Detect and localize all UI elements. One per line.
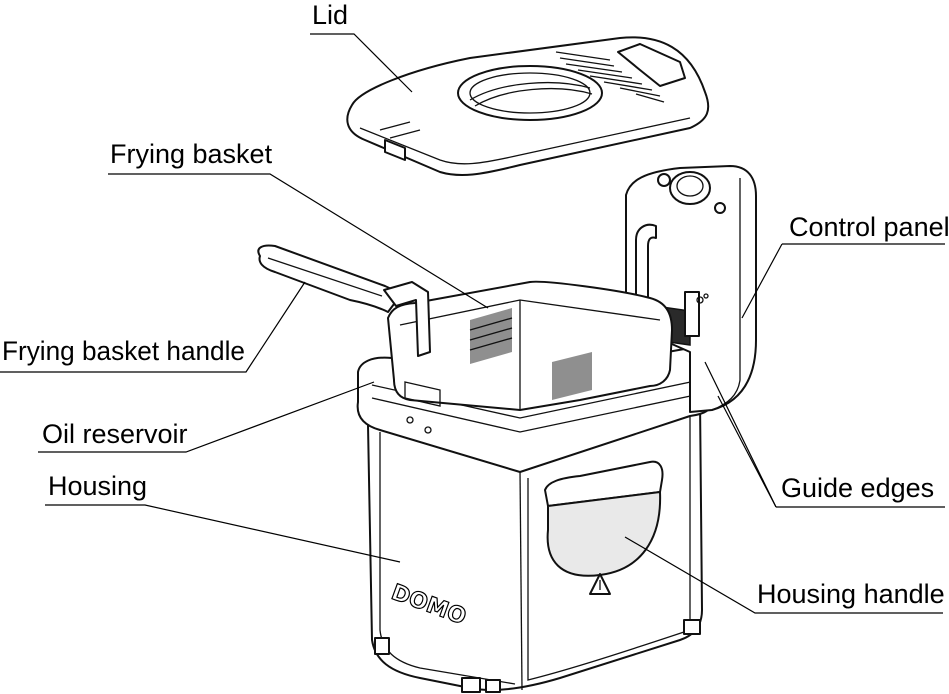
label-frying-basket-handle: Frying basket handle bbox=[2, 336, 245, 366]
label-housing-handle: Housing handle bbox=[757, 579, 945, 609]
label-housing: Housing bbox=[48, 471, 147, 501]
label-frying-basket: Frying basket bbox=[110, 139, 273, 169]
lid-drawing bbox=[346, 36, 710, 177]
label-oil-reservoir: Oil reservoir bbox=[42, 419, 188, 449]
label-guide-edges: Guide edges bbox=[781, 473, 934, 503]
frying-basket-drawing bbox=[257, 244, 673, 434]
leader-lines bbox=[0, 33, 945, 614]
housing-drawing bbox=[356, 346, 713, 693]
label-lid: Lid bbox=[312, 0, 348, 30]
label-control-panel: Control panel bbox=[789, 212, 949, 242]
